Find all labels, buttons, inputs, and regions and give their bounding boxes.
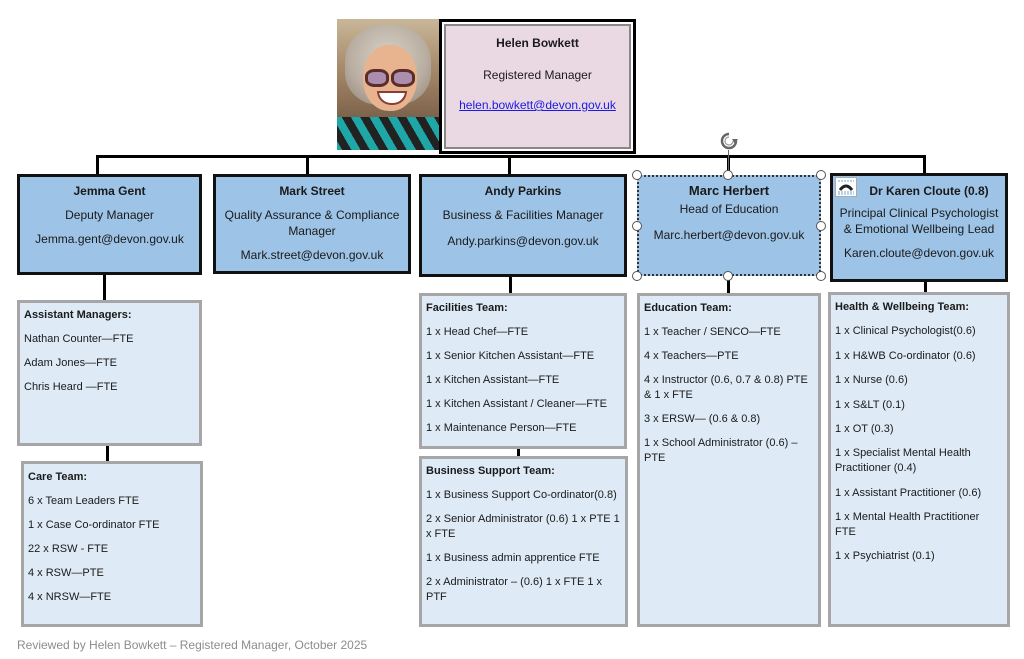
resize-handle-bottom-right[interactable] [816, 271, 826, 281]
manager-email: Mark.street@devon.gov.uk [240, 248, 384, 262]
team-item: 1 x Specialist Mental Health Practitione… [835, 447, 971, 474]
manager-email: Karen.cloute@devon.gov.uk [843, 246, 995, 260]
team-item: 1 x Business Support Co-ordinator(0.8) [426, 489, 617, 501]
resize-handle-top-right[interactable] [816, 170, 826, 180]
team-title: Business Support Team: [426, 465, 555, 477]
top-manager-role: Registered Manager [483, 68, 592, 82]
team-item: 1 x Mental Health Practitioner FTE [835, 511, 980, 538]
connector-jemma-assistant [103, 274, 106, 301]
team-item: 1 x Business admin apprentice FTE [426, 552, 600, 564]
team-item: 1 x Maintenance Person—FTE [426, 422, 577, 434]
manager-box-mark[interactable]: Mark Street Quality Assurance & Complian… [213, 174, 411, 274]
resize-handle-top[interactable] [723, 170, 733, 180]
team-title: Care Team: [28, 471, 88, 483]
team-item: 2 x Senior Administrator (0.6) 1 x PTE 1… [426, 513, 620, 540]
resize-handle-bottom-left[interactable] [632, 271, 642, 281]
connector-karen-health [924, 282, 927, 292]
team-item: 1 x H&WB Co-ordinator (0.6) [835, 350, 976, 362]
manager-email: Andy.parkins@devon.gov.uk [447, 234, 599, 248]
team-item: 1 x Kitchen Assistant / Cleaner—FTE [426, 398, 607, 410]
team-box-care: Care Team: 6 x Team Leaders FTE 1 x Case… [21, 461, 203, 627]
manager-role: Quality Assurance & Compliance Manager [224, 208, 400, 238]
connector-to-andy [508, 155, 511, 175]
team-item: 1 x School Administrator (0.6) – PTE [644, 437, 798, 464]
manager-role: Business & Facilities Manager [442, 208, 604, 222]
manager-box-jemma[interactable]: Jemma Gent Deputy Manager Jemma.gent@dev… [17, 174, 202, 275]
manager-box-andy[interactable]: Andy Parkins Business & Facilities Manag… [419, 174, 627, 277]
layout-options-icon[interactable] [835, 177, 857, 197]
team-item: 1 x Case Co-ordinator FTE [28, 519, 160, 531]
team-item: 1 x Senior Kitchen Assistant—FTE [426, 350, 595, 362]
top-manager-box[interactable]: Helen Bowkett Registered Manager helen.b… [439, 19, 636, 154]
team-item: 1 x S&LT (0.1) [835, 399, 905, 411]
connector-marc-education [727, 276, 730, 294]
team-item: 6 x Team Leaders FTE [28, 495, 140, 507]
top-manager-photo [337, 19, 439, 150]
team-title: Facilities Team: [426, 302, 508, 314]
top-manager-email-link[interactable]: helen.bowkett@devon.gov.uk [459, 98, 616, 112]
team-item: 4 x NRSW—FTE [28, 591, 112, 603]
manager-name: Mark Street [279, 184, 345, 198]
connector-to-mark [306, 155, 309, 175]
team-item: 1 x Nurse (0.6) [835, 374, 908, 386]
manager-box-karen[interactable]: Dr Karen Cloute (0.8) Principal Clinical… [830, 173, 1008, 282]
team-item: 1 x Head Chef—FTE [426, 326, 529, 338]
team-item: Nathan Counter—FTE [24, 333, 134, 345]
team-item: 1 x OT (0.3) [835, 423, 894, 435]
top-manager-name: Helen Bowkett [496, 36, 579, 50]
team-item: 4 x RSW—PTE [28, 567, 104, 579]
team-item: 4 x Teachers—PTE [644, 350, 739, 362]
manager-role: Principal Clinical Psychologist & Emotio… [839, 206, 999, 236]
rotate-handle-stem [728, 150, 729, 175]
connector-to-karen [923, 155, 926, 175]
manager-name: Dr Karen Cloute (0.8) [869, 184, 989, 198]
manager-name: Marc Herbert [688, 183, 770, 198]
manager-box-marc[interactable]: Marc Herbert Head of Education Marc.herb… [637, 175, 821, 276]
team-item: 1 x Assistant Practitioner (0.6) [835, 487, 982, 499]
team-item: 2 x Administrator – (0.6) 1 x FTE 1 x PT… [426, 576, 603, 603]
team-item: Chris Heard —FTE [24, 381, 118, 393]
resize-handle-right[interactable] [816, 221, 826, 231]
manager-role: Head of Education [679, 202, 779, 216]
team-title: Health & Wellbeing Team: [835, 301, 970, 313]
connector-to-jemma [96, 155, 99, 175]
team-item: Adam Jones—FTE [24, 357, 117, 369]
team-item: 1 x Psychiatrist (0.1) [835, 550, 935, 562]
manager-email: Marc.herbert@devon.gov.uk [653, 228, 805, 242]
team-box-business-support: Business Support Team: 1 x Business Supp… [419, 456, 628, 627]
connector-assistant-care [106, 445, 109, 462]
resize-handle-bottom[interactable] [723, 271, 733, 281]
team-item: 1 x Clinical Psychologist(0.6) [835, 325, 976, 337]
team-box-facilities: Facilities Team: 1 x Head Chef—FTE 1 x S… [419, 293, 627, 449]
resize-handle-top-left[interactable] [632, 170, 642, 180]
connector-andy-facilities [509, 276, 512, 294]
team-box-assistant-managers: Assistant Managers: Nathan Counter—FTE A… [17, 300, 202, 446]
team-item: 1 x Kitchen Assistant—FTE [426, 374, 560, 386]
team-item: 22 x RSW - FTE [28, 543, 109, 555]
rotate-icon[interactable] [719, 131, 739, 151]
team-title: Education Team: [644, 302, 732, 314]
team-item: 3 x ERSW— (0.6 & 0.8) [644, 413, 761, 425]
manager-email: Jemma.gent@devon.gov.uk [35, 232, 184, 246]
team-item: 4 x Instructor (0.6, 0.7 & 0.8) PTE & 1 … [644, 374, 808, 401]
team-title: Assistant Managers: [24, 309, 132, 321]
manager-name: Andy Parkins [484, 184, 562, 198]
team-box-health-wellbeing: Health & Wellbeing Team: 1 x Clinical Ps… [828, 292, 1010, 627]
resize-handle-left[interactable] [632, 221, 642, 231]
team-box-education: Education Team: 1 x Teacher / SENCO—FTE … [637, 293, 821, 627]
manager-role: Deputy Manager [65, 208, 154, 222]
connector-horizontal [96, 155, 926, 158]
manager-name: Jemma Gent [73, 184, 146, 198]
review-footer: Reviewed by Helen Bowkett – Registered M… [17, 638, 368, 652]
team-item: 1 x Teacher / SENCO—FTE [644, 326, 781, 338]
